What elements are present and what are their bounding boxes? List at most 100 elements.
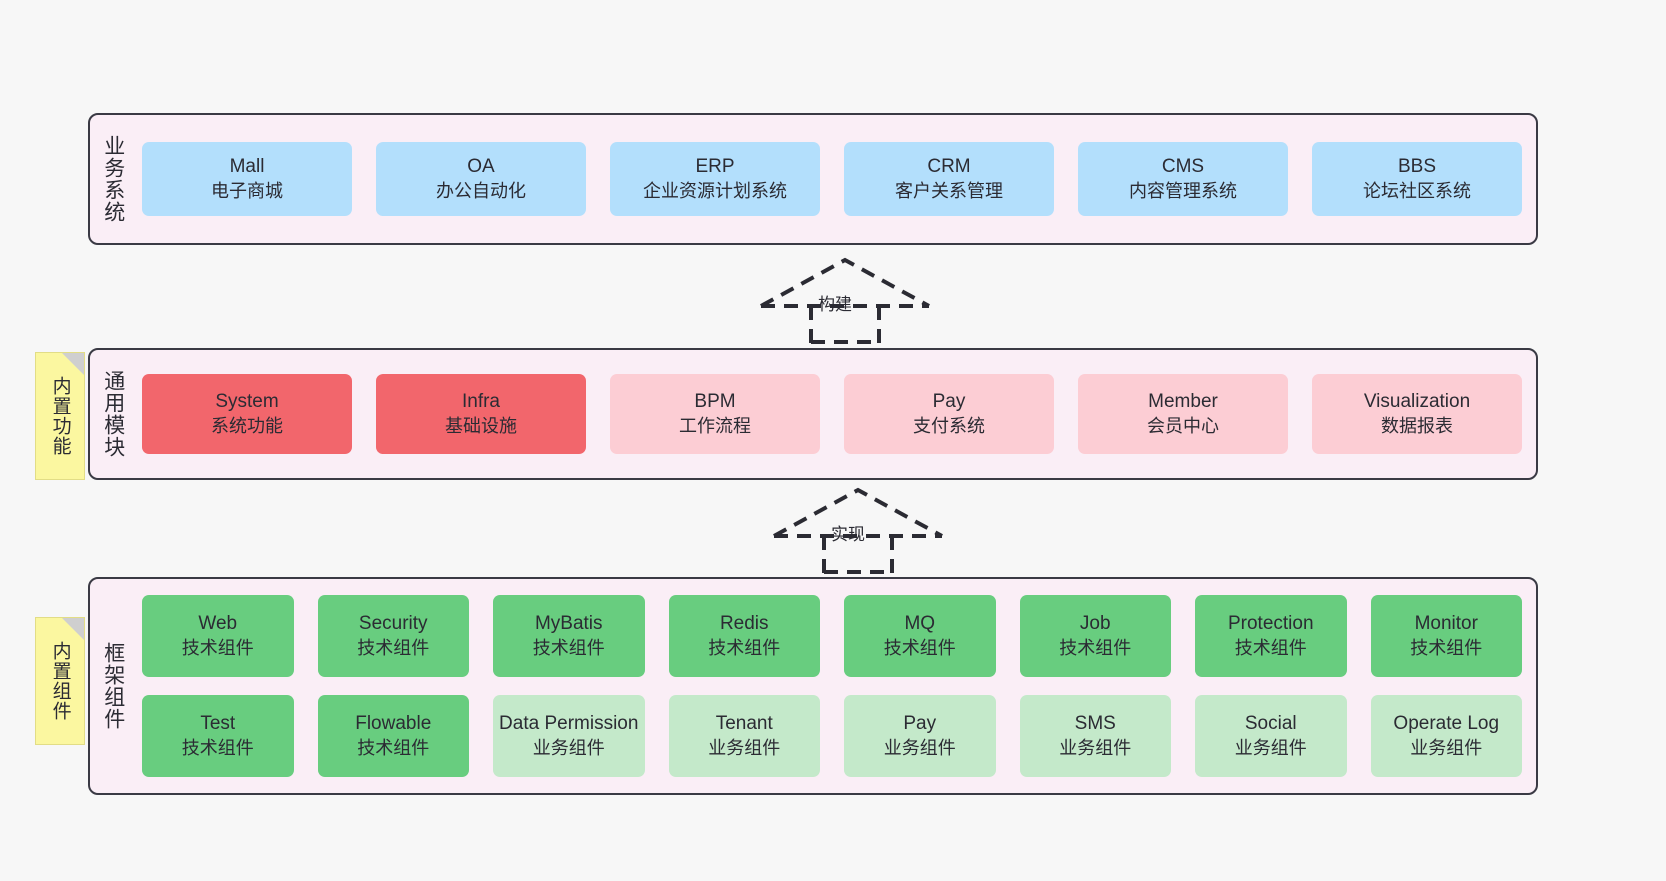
module-card-mq[interactable]: MQ 技术组件 — [844, 595, 996, 677]
module-name-en: MQ — [904, 613, 936, 635]
module-name-cn: 基础设施 — [445, 415, 517, 436]
sticky-note-label: 内置组件 — [49, 641, 71, 721]
module-card-operate-log[interactable]: Operate Log 业务组件 — [1370, 695, 1522, 777]
module-name-en: SMS — [1074, 713, 1116, 735]
module-name-en: OA — [467, 156, 495, 178]
module-name-cn: 内容管理系统 — [1129, 180, 1237, 201]
module-name-en: Visualization — [1363, 391, 1471, 413]
module-name-en: Tenant — [715, 713, 773, 735]
module-name-cn: 数据报表 — [1381, 415, 1453, 436]
layer-body-business-systems: Mall 电子商城 OA 办公自动化 ERP 企业资源计划系统 CRM 客户关系… — [136, 115, 1536, 243]
folded-corner-icon — [62, 618, 84, 640]
layer-title-framework-components: 框架组件 — [101, 642, 125, 730]
module-card-web[interactable]: Web 技术组件 — [142, 595, 294, 677]
module-name-cn: 技术组件 — [708, 637, 781, 658]
module-name-cn: 工作流程 — [679, 415, 751, 436]
connector-label-implement: 实现 — [831, 525, 865, 544]
module-name-cn: 业务组件 — [1059, 737, 1132, 758]
layer-body-common-modules: System 系统功能 Infra 基础设施 BPM 工作流程 Pay 支付系统… — [136, 350, 1536, 478]
module-name-en: BPM — [694, 391, 736, 413]
layer-title-business-systems: 业务系统 — [101, 135, 125, 223]
module-name-cn: 技术组件 — [181, 737, 254, 758]
module-card-visualization[interactable]: Visualization 数据报表 — [1312, 374, 1522, 454]
module-name-cn: 业务组件 — [1234, 737, 1307, 758]
module-name-cn: 业务组件 — [532, 737, 605, 758]
module-card-mall[interactable]: Mall 电子商城 — [142, 142, 352, 216]
module-card-protection[interactable]: Protection 技术组件 — [1195, 595, 1347, 677]
module-name-en: Infra — [461, 391, 501, 413]
module-name-en: Monitor — [1414, 613, 1478, 635]
layer-body-framework-components: Web 技术组件 Security 技术组件 MyBatis 技术组件 Redi… — [136, 579, 1536, 793]
module-name-en: CRM — [927, 156, 971, 178]
module-name-cn: 支付系统 — [913, 415, 985, 436]
sticky-note-builtin-component[interactable]: 内置组件 — [35, 617, 85, 745]
module-name-en: BBS — [1397, 156, 1437, 178]
layer-framework-components: 框架组件 Web 技术组件 Security 技术组件 MyBatis 技术组件… — [88, 577, 1538, 795]
module-name-en: Pay — [903, 713, 937, 735]
module-card-system[interactable]: System 系统功能 — [142, 374, 352, 454]
sticky-note-builtin-function[interactable]: 内置功能 — [35, 352, 85, 480]
module-name-cn: 技术组件 — [357, 737, 430, 758]
module-card-crm[interactable]: CRM 客户关系管理 — [844, 142, 1054, 216]
module-name-en: Test — [200, 713, 236, 735]
module-name-en: Mall — [229, 156, 265, 178]
module-row: Test 技术组件 Flowable 技术组件 Data Permission … — [142, 695, 1522, 777]
folded-corner-icon — [62, 353, 84, 375]
module-name-cn: 技术组件 — [357, 637, 430, 658]
module-card-erp[interactable]: ERP 企业资源计划系统 — [610, 142, 820, 216]
module-name-cn: 技术组件 — [532, 637, 605, 658]
module-card-oa[interactable]: OA 办公自动化 — [376, 142, 586, 216]
module-card-sms[interactable]: SMS 业务组件 — [1019, 695, 1171, 777]
module-card-redis[interactable]: Redis 技术组件 — [668, 595, 820, 677]
module-card-bbs[interactable]: BBS 论坛社区系统 — [1312, 142, 1522, 216]
module-name-en: Member — [1148, 391, 1218, 413]
module-name-cn: 业务组件 — [883, 737, 956, 758]
module-card-social[interactable]: Social 业务组件 — [1195, 695, 1347, 777]
module-row: Web 技术组件 Security 技术组件 MyBatis 技术组件 Redi… — [142, 595, 1522, 677]
module-name-en: Job — [1079, 613, 1111, 635]
module-card-infra[interactable]: Infra 基础设施 — [376, 374, 586, 454]
module-name-en: ERP — [695, 156, 735, 178]
module-card-test[interactable]: Test 技术组件 — [142, 695, 294, 777]
module-row: Mall 电子商城 OA 办公自动化 ERP 企业资源计划系统 CRM 客户关系… — [142, 142, 1522, 216]
module-name-en: MyBatis — [534, 613, 603, 635]
module-name-en: Security — [358, 613, 428, 635]
module-card-pay[interactable]: Pay 支付系统 — [844, 374, 1054, 454]
module-card-cms[interactable]: CMS 内容管理系统 — [1078, 142, 1288, 216]
module-name-cn: 技术组件 — [1410, 637, 1483, 658]
module-card-tenant[interactable]: Tenant 业务组件 — [668, 695, 820, 777]
module-card-flowable[interactable]: Flowable 技术组件 — [317, 695, 469, 777]
module-name-en: Data Permission — [499, 713, 639, 735]
module-name-en: Web — [198, 613, 238, 635]
module-card-job[interactable]: Job 技术组件 — [1019, 595, 1171, 677]
module-name-cn: 技术组件 — [1234, 637, 1307, 658]
module-name-cn: 企业资源计划系统 — [643, 180, 787, 201]
module-row: System 系统功能 Infra 基础设施 BPM 工作流程 Pay 支付系统… — [142, 374, 1522, 454]
module-card-pay-component[interactable]: Pay 业务组件 — [844, 695, 996, 777]
module-name-en: Protection — [1227, 613, 1314, 635]
layer-common-modules: 通用模块 System 系统功能 Infra 基础设施 BPM 工作流程 Pay… — [88, 348, 1538, 480]
module-name-en: Flowable — [355, 713, 432, 735]
module-name-cn: 技术组件 — [883, 637, 956, 658]
connector-label-build: 构建 — [818, 295, 852, 314]
module-card-member[interactable]: Member 会员中心 — [1078, 374, 1288, 454]
module-card-monitor[interactable]: Monitor 技术组件 — [1370, 595, 1522, 677]
module-name-en: System — [215, 391, 279, 413]
layer-title-common-modules: 通用模块 — [101, 370, 125, 458]
module-name-en: CMS — [1161, 156, 1205, 178]
module-card-data-permission[interactable]: Data Permission 业务组件 — [493, 695, 645, 777]
module-name-cn: 业务组件 — [1410, 737, 1483, 758]
module-name-cn: 客户关系管理 — [895, 180, 1003, 201]
module-card-mybatis[interactable]: MyBatis 技术组件 — [493, 595, 645, 677]
connector-build: 构建 — [755, 257, 935, 344]
module-name-en: Operate Log — [1393, 713, 1500, 735]
module-name-en: Redis — [719, 613, 769, 635]
module-card-bpm[interactable]: BPM 工作流程 — [610, 374, 820, 454]
module-card-security[interactable]: Security 技术组件 — [317, 595, 469, 677]
module-name-cn: 技术组件 — [181, 637, 254, 658]
module-name-cn: 系统功能 — [211, 415, 283, 436]
module-name-cn: 论坛社区系统 — [1363, 180, 1471, 201]
module-name-en: Social — [1244, 713, 1297, 735]
module-name-cn: 技术组件 — [1059, 637, 1132, 658]
